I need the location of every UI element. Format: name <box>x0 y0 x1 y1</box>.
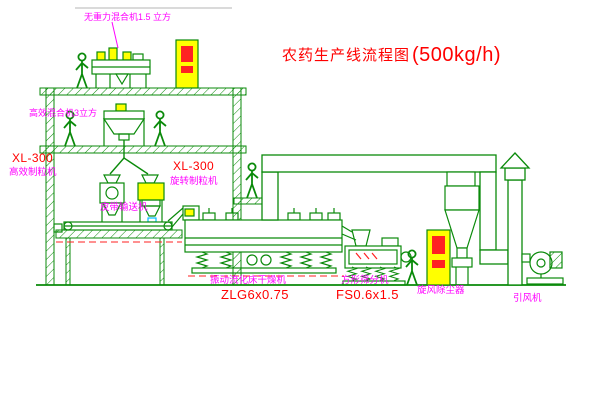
fluidbed-dryer <box>167 205 357 274</box>
label-sifter-model: FS0.6x1.5 <box>336 287 399 302</box>
control-cabinet-top <box>175 39 199 89</box>
exhaust-duct <box>261 154 509 265</box>
duct-bottom-stub <box>479 249 509 265</box>
building-structure <box>39 87 277 286</box>
worker-mid-floor-right <box>153 110 167 147</box>
centerline-dashes <box>56 241 344 277</box>
duct-riser-dryer <box>261 171 279 221</box>
label-granulator-right-model: XL-300 <box>173 159 215 173</box>
drawing-title: 农药生产线流程图 (500kg/h) <box>282 45 501 66</box>
floor-slab-top <box>39 87 247 96</box>
belt-conveyor <box>53 221 173 233</box>
label-dryer: 振动流化床干燥机 <box>210 275 287 286</box>
label-efficient-mixer: 高效混合机3立方 <box>29 108 98 118</box>
label-cyclone: 旋风除尘器 <box>417 285 465 296</box>
drawing-title-text: 农药生产线流程图 <box>282 46 411 64</box>
slab-support-right <box>159 237 165 286</box>
efficient-mixer <box>102 103 146 146</box>
slab-support-left <box>65 237 71 286</box>
gravity-mixer <box>91 47 151 88</box>
label-sifter: 方形筛分机 <box>341 275 389 286</box>
worker-top-floor <box>75 52 89 89</box>
stack-rain-cap <box>499 152 531 169</box>
label-granulator-left: 高效制粒机 <box>9 167 57 178</box>
label-belt-conveyor: 皮带输送机 <box>100 202 148 213</box>
drawing-capacity-text: (500kg/h) <box>412 44 502 66</box>
cyclone-separator <box>444 171 480 285</box>
worker-ground <box>405 249 419 286</box>
floor-slab-low <box>55 229 183 239</box>
label-gravity-mixer: 无重力混合机1.5 立方 <box>84 12 172 22</box>
duct-downcomer <box>479 171 497 251</box>
granulator-right <box>137 174 165 230</box>
worker-platform <box>245 162 259 199</box>
square-sifter <box>342 229 412 286</box>
label-granulator-left-model: XL-300 <box>12 151 54 165</box>
duct-horizontal <box>261 154 497 173</box>
leader-line-mixer-top <box>111 21 119 49</box>
control-cabinet-right <box>426 229 451 286</box>
floor-slab-mid <box>39 145 247 154</box>
label-dryer-model: ZLG6x0.75 <box>221 287 289 302</box>
induced-draft-fan <box>521 251 564 285</box>
y-splitter-chute <box>109 140 149 175</box>
column-right <box>232 87 242 286</box>
label-granulator-right: 旋转制粒机 <box>170 176 218 187</box>
label-fan: 引风机 <box>513 293 542 304</box>
cyan-fitting-1 <box>147 217 157 223</box>
exhaust-stack <box>499 152 531 286</box>
